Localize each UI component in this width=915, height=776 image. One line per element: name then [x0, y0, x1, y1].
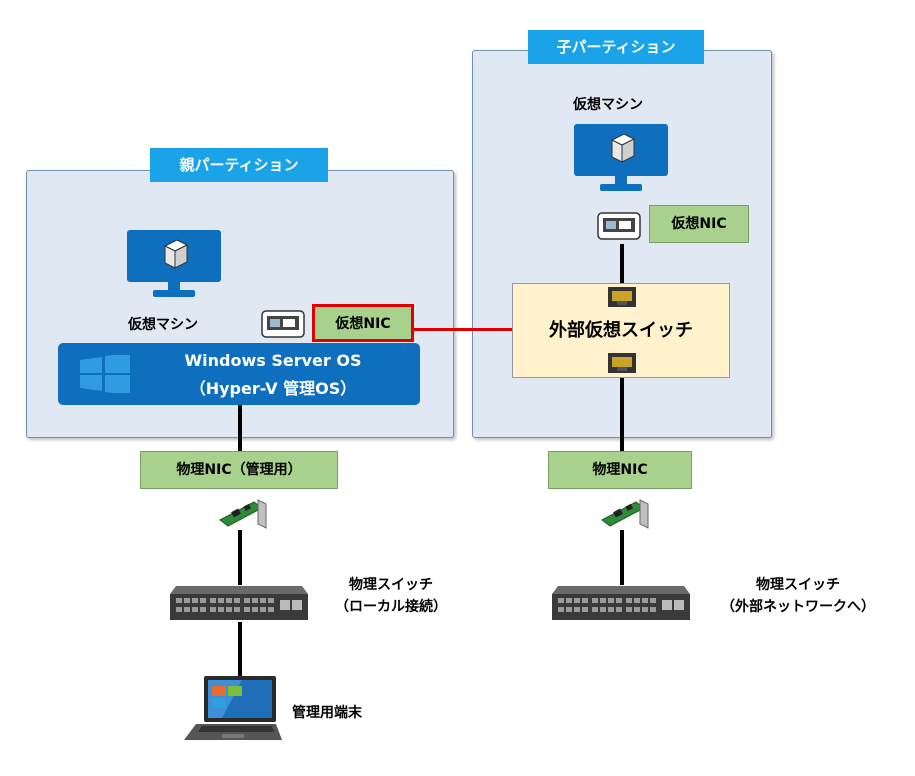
parent-vm-monitor-icon: [127, 230, 221, 297]
management-laptop-icon: [184, 676, 282, 740]
switch-top-port-icon: [608, 287, 636, 307]
child-virtual-nic-label: 仮想NIC: [649, 205, 749, 243]
parent-virtual-nic-icon: [261, 310, 305, 338]
right-physical-switch-label-line2: （外部ネットワークへ）: [721, 599, 875, 615]
right-physical-switch-label-line1: 物理スイッチ: [756, 577, 840, 593]
windows-logo-icon: [80, 355, 130, 393]
parent-virtual-nic-label: 仮想NIC: [312, 304, 414, 342]
right-physical-switch-icon: [552, 586, 690, 620]
switch-bottom-port-icon: [608, 353, 636, 373]
left-nic-card-to-switch-line: [238, 530, 242, 585]
os-name-line1: Windows Server OS: [184, 351, 362, 370]
parent-vm-label: 仮想マシン: [128, 317, 198, 333]
os-to-nic-line: [238, 404, 242, 454]
windows-server-os-bar: Windows Server OS （Hyper-V 管理OS）: [58, 343, 420, 405]
child-vm-label: 仮想マシン: [573, 97, 643, 113]
virtual-nic-to-switch-red-line: [412, 328, 514, 331]
right-nic-card-to-switch-line: [620, 530, 624, 585]
child-virtual-nic-icon: [597, 212, 641, 240]
switch-to-physical-nic-line: [620, 378, 624, 454]
left-physical-switch-label-line1: 物理スイッチ: [349, 577, 433, 593]
left-physical-switch-label-line2: （ローカル接続）: [335, 599, 447, 615]
os-name-line2: （Hyper-V 管理OS）: [189, 379, 357, 398]
right-physical-nic-card-icon: [601, 499, 649, 529]
management-terminal-label: 管理用端末: [292, 705, 362, 721]
child-vm-monitor-icon: [574, 124, 668, 191]
child-nic-to-switch-line: [620, 244, 624, 284]
external-virtual-switch-label: 外部仮想スイッチ: [549, 320, 693, 341]
switch-to-terminal-line: [238, 622, 242, 677]
left-physical-nic-card-icon: [219, 499, 267, 529]
parent-partition-title: 親パーティション: [150, 148, 328, 182]
left-physical-switch-icon: [170, 586, 308, 620]
child-partition-title: 子パーティション: [528, 30, 704, 64]
right-physical-nic-label: 物理NIC: [548, 451, 692, 489]
left-physical-nic-label: 物理NIC（管理用）: [140, 451, 338, 489]
